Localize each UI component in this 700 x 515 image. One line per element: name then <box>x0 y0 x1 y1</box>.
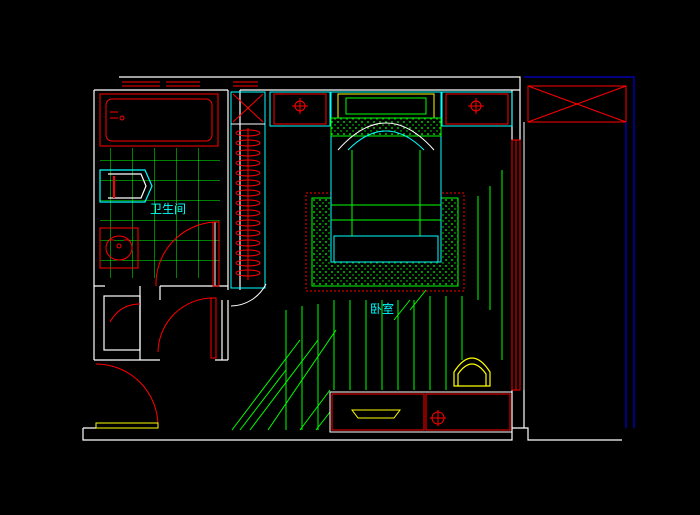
bathroom-label: 卫生间 <box>150 202 186 216</box>
sink <box>99 227 139 269</box>
bathtub <box>99 93 219 147</box>
wardrobe <box>230 91 267 307</box>
top-window-marks <box>122 81 258 87</box>
desk <box>329 391 513 433</box>
entry-door <box>95 363 159 429</box>
nightstand-right <box>441 91 513 127</box>
right-window <box>511 139 521 391</box>
floor-hatch <box>231 170 503 431</box>
lower-door <box>157 297 217 359</box>
nightstand-left <box>269 91 331 127</box>
bathroom-door <box>155 221 220 287</box>
bathroom: 卫生间 <box>99 93 220 359</box>
chair <box>453 357 491 387</box>
bed-area <box>305 91 465 292</box>
bath-cabinet <box>109 303 141 323</box>
balcony <box>523 76 635 428</box>
bedroom-label: 卧室 <box>370 301 394 316</box>
toilet <box>99 169 153 203</box>
